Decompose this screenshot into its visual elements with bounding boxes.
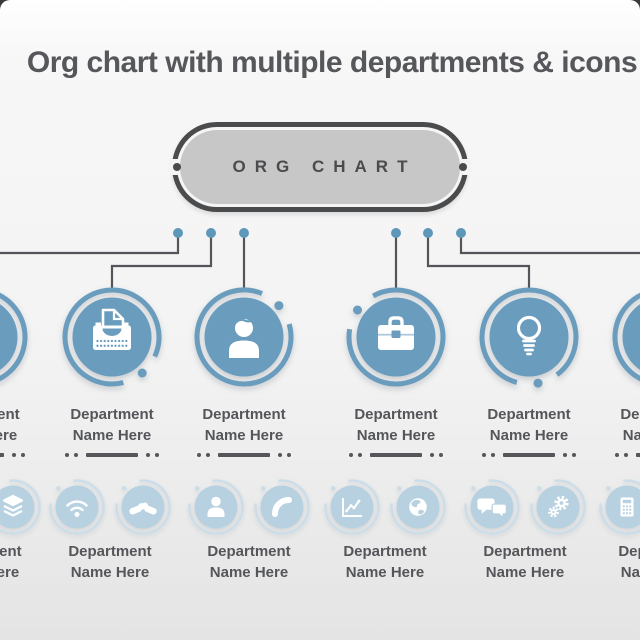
sub-department-label: Department Name Here: [450, 541, 600, 583]
department-node: [473, 281, 585, 393]
department-name-line2: Name Here: [72, 427, 152, 444]
page-title: Org chart with multiple departments & ic…: [26, 46, 638, 79]
department-name-line2: Name Here: [485, 564, 565, 581]
department-label: Department Name Here: [0, 404, 53, 457]
sub-department-node: [322, 477, 382, 537]
sub-department-node: [597, 477, 640, 537]
department-node: [56, 281, 168, 393]
gears-icon: [530, 479, 586, 535]
department-name-line2: Name Here: [345, 564, 425, 581]
org-chart-root-node: ORG CHART: [169, 122, 471, 212]
org-chart-root-label: ORG CHART: [232, 157, 417, 176]
department-name-line1: Department: [354, 406, 438, 423]
department-label: Department Name Here: [169, 404, 319, 457]
globe-icon: [390, 479, 446, 535]
department-name-line2: Name Here: [0, 427, 18, 444]
sub-department-label: Department Name Here: [585, 541, 640, 583]
department-name-line1: Department: [487, 406, 571, 423]
department-name-line2: Name Here: [70, 564, 150, 581]
person-icon: [194, 287, 294, 387]
label-underline: [0, 453, 53, 457]
sub-department-node: [113, 477, 173, 537]
label-underline: [169, 453, 319, 457]
sub-department-node: [186, 477, 246, 537]
department-name-line2: Name Here: [0, 564, 20, 581]
calculator-icon: [599, 479, 640, 535]
department-label: Department Name Here: [454, 404, 604, 457]
department-name-line2: Name Here: [622, 427, 640, 444]
briefcase-icon: [346, 287, 446, 387]
department-name-line2: Name Here: [489, 427, 569, 444]
label-underline: [454, 453, 604, 457]
department-name-line1: Department: [483, 543, 567, 560]
department-name-line1: Department: [0, 543, 22, 560]
label-underline: [321, 453, 471, 457]
department-label: Department Name Here: [587, 404, 640, 457]
typewriter-icon: [62, 287, 162, 387]
document-icon: [0, 287, 28, 387]
sub-department-node: [388, 477, 448, 537]
label-underline: [587, 453, 640, 457]
department-node: [188, 281, 300, 393]
person-icon: [188, 479, 244, 535]
sub-department-node: [528, 477, 588, 537]
connector-dots: [173, 228, 466, 238]
chart-icon: [324, 479, 380, 535]
department-label: Department Name Here: [37, 404, 187, 457]
department-name-line1: Department: [0, 406, 20, 423]
phone-icon: [254, 479, 310, 535]
department-name-line2: Name Here: [204, 427, 284, 444]
sub-department-node: [47, 477, 107, 537]
sub-department-node: [252, 477, 312, 537]
department-name-line1: Department: [343, 543, 427, 560]
department-node: [340, 281, 452, 393]
layers-icon: [0, 479, 41, 535]
sub-department-label: Department Name Here: [310, 541, 460, 583]
sub-department-node: [0, 477, 43, 537]
handshake-icon: [115, 479, 171, 535]
sub-department-node: [462, 477, 522, 537]
department-name-line1: Department: [207, 543, 291, 560]
department-name-line1: Department: [202, 406, 286, 423]
sub-department-label: Department Name Here: [0, 541, 55, 583]
pill-side-dot-left: [173, 163, 181, 171]
chat-icon: [464, 479, 520, 535]
department-node: [606, 281, 640, 393]
department-node: [0, 281, 34, 393]
department-name-line1: Department: [620, 406, 640, 423]
wifi-icon: [49, 479, 105, 535]
department-name-line1: Department: [618, 543, 640, 560]
target-icon: [612, 287, 640, 387]
pill-side-dot-right: [459, 163, 467, 171]
lightbulb-icon: [479, 287, 579, 388]
org-chart-root-fill: ORG CHART: [180, 130, 460, 204]
department-name-line1: Department: [70, 406, 154, 423]
department-name-line2: Name Here: [356, 427, 436, 444]
department-label: Department Name Here: [321, 404, 471, 457]
department-name-line2: Name Here: [209, 564, 289, 581]
sub-department-label: Department Name Here: [35, 541, 185, 583]
department-name-line2: Name Here: [620, 564, 640, 581]
department-name-line1: Department: [68, 543, 152, 560]
sub-department-label: Department Name Here: [174, 541, 324, 583]
label-underline: [37, 453, 187, 457]
